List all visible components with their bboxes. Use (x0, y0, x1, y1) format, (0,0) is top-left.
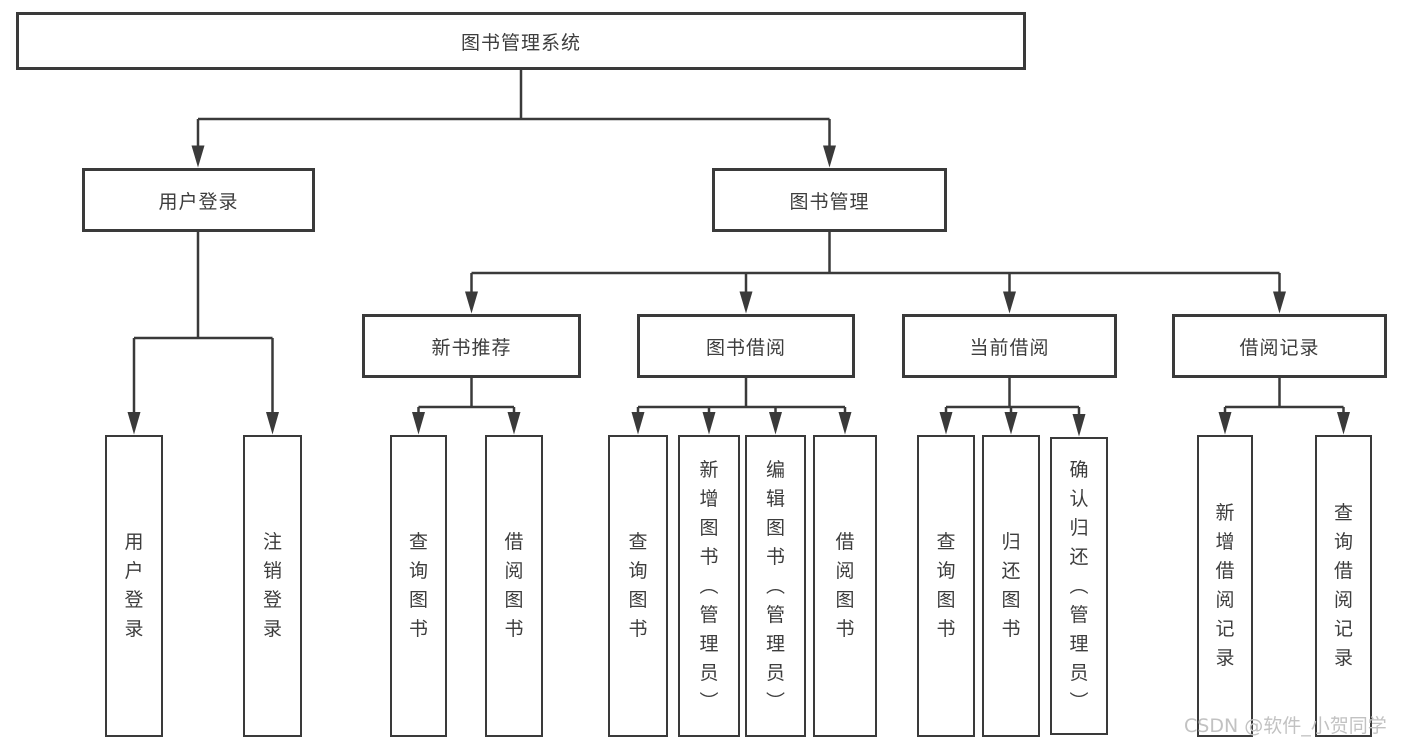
node-borrow-records: 借阅记录 (1172, 314, 1387, 378)
leaf-borrow-add-books-admin: 新增图书︵管理员︶ (678, 435, 740, 737)
leaf-current-return-books: 归还图书 (982, 435, 1040, 737)
node-book-borrow-label: 图书借阅 (705, 336, 786, 359)
leaf-records-query-record: 查询借阅记录 (1315, 435, 1372, 737)
leaf-current-confirm-return-admin: 确认归还︵管理员︶ (1050, 437, 1108, 735)
node-library-system: 图书管理系统 (16, 12, 1026, 70)
node-current-borrow-label: 当前借阅 (969, 336, 1050, 359)
node-library-system-label: 图书管理系统 (460, 31, 581, 54)
node-current-borrow: 当前借阅 (902, 314, 1117, 378)
leaf-user-login: 用户登录 (105, 435, 163, 737)
node-new-book-recommend: 新书推荐 (362, 314, 581, 378)
leaf-newrec-borrow-books: 借阅图书 (485, 435, 543, 737)
node-book-borrow: 图书借阅 (637, 314, 855, 378)
leaf-borrow-edit-books-admin: 编辑图书︵管理员︶ (745, 435, 806, 737)
node-new-book-recommend-label: 新书推荐 (431, 336, 512, 359)
leaf-borrow-borrow-books: 借阅图书 (813, 435, 877, 737)
node-book-management: 图书管理 (712, 168, 947, 232)
leaf-newrec-query-books: 查询图书 (390, 435, 447, 737)
leaf-logout-login: 注销登录 (243, 435, 302, 737)
csdn-watermark: CSDN @软件_小贺同学 (1184, 715, 1387, 737)
node-user-login: 用户登录 (82, 168, 315, 232)
node-book-management-label: 图书管理 (789, 190, 870, 213)
leaf-borrow-query-books: 查询图书 (608, 435, 668, 737)
node-borrow-records-label: 借阅记录 (1239, 336, 1320, 359)
leaf-current-query-books: 查询图书 (917, 435, 975, 737)
leaf-records-add-record: 新增借阅记录 (1197, 435, 1253, 737)
node-user-login-label: 用户登录 (158, 190, 239, 213)
